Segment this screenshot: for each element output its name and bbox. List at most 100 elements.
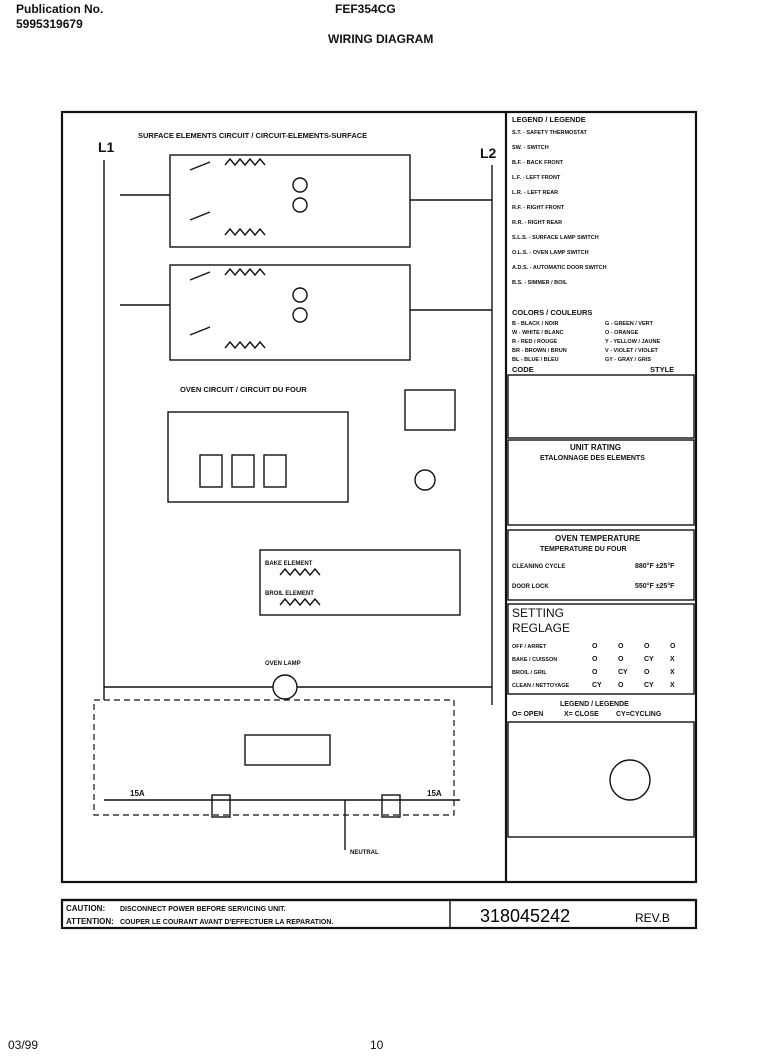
setting-cell: O: [644, 643, 650, 650]
color-item: Y - YELLOW / JAUNE: [605, 339, 660, 345]
setting-cell: O: [618, 643, 624, 650]
color-item: GY - GRAY / GRIS: [605, 357, 651, 363]
temperature-probe: [414, 469, 436, 491]
door-lock-label: DOOR LOCK: [512, 584, 549, 590]
l2-label: L2: [480, 145, 497, 161]
setting-cell: CY: [592, 682, 602, 689]
legend-item: B.F. - BACK FRONT: [512, 160, 564, 166]
l1-label: L1: [98, 139, 115, 155]
setting-cell: O: [618, 682, 624, 689]
footer-page-number: 10: [370, 1038, 384, 1052]
color-item: G - GREEN / VERT: [605, 321, 654, 327]
legend-item: L.R. - LEFT REAR: [512, 190, 558, 196]
door-lock-value: 550°F ±25°F: [635, 582, 675, 590]
legend2-title: LEGEND / LEGENDE: [560, 701, 629, 708]
legend2-item: O= OPEN: [512, 711, 543, 718]
fluorescent-lamp-box: [93, 699, 455, 816]
setting-cell: O: [592, 643, 598, 650]
oven-lamp: [272, 674, 298, 700]
setting-cell: X: [670, 682, 675, 689]
setting-cell: X: [670, 656, 675, 663]
oven-circuit-title: OVEN CIRCUIT / CIRCUIT DU FOUR: [180, 385, 307, 394]
electronic-oven-control: [167, 411, 349, 503]
outlet-right: [381, 794, 401, 818]
color-item: B - BLACK / NOIR: [512, 321, 558, 327]
color-item: R - RED / ROUGE: [512, 339, 558, 345]
bake-element-label: BAKE ELEMENT: [265, 561, 313, 567]
setting-cell: O: [670, 643, 676, 650]
oven-temp-title: OVEN TEMPERATURE: [555, 534, 641, 543]
code-style-table: [507, 374, 695, 439]
legend-item: A.D.S. - AUTOMATIC DOOR SWITCH: [512, 265, 607, 271]
code-label: CODE: [512, 365, 534, 374]
legend-item: S.L.S. - SURFACE LAMP SWITCH: [512, 235, 599, 241]
setting-row-label: BROIL / GRIL: [512, 670, 547, 676]
oven-lamp-label: OVEN LAMP: [265, 661, 301, 667]
footer-date: 03/99: [8, 1038, 39, 1052]
publication-number: 5995319679: [16, 17, 83, 31]
surface-element-group-upper: [120, 154, 492, 248]
surface-circuit-title: SURFACE ELEMENTS CIRCUIT / CIRCUIT-ELEME…: [138, 131, 367, 140]
fluorescent-tube: [244, 734, 331, 766]
relay-1: [199, 454, 223, 488]
oven-temp-subtitle: TEMPERATURE DU FOUR: [540, 546, 627, 553]
setting-row-label: BAKE / CUISSON: [512, 657, 557, 663]
setting-cell: CY: [644, 682, 654, 689]
caution-bar: [60, 898, 698, 930]
element-box: [259, 549, 461, 616]
wiring-diagram: L1 L2 SURFACE ELEMENTS CIRCUIT / CIRCUIT…: [60, 110, 698, 930]
fuse-left-label: 15A: [130, 789, 145, 798]
setting-table: [507, 603, 695, 695]
legend-item: L.F. - LEFT FRONT: [512, 175, 561, 181]
colors-list: B - BLACK / NOIR W - WHITE / BLANC R - RED…: [512, 321, 660, 363]
legend2-item: CY=CYCLING: [616, 711, 662, 718]
revision: REV.B: [635, 911, 670, 925]
legend-item: R.R. - RIGHT REAR: [512, 220, 562, 226]
color-item: W - WHITE / BLANC: [512, 330, 564, 336]
legend-item: SW. - SWITCH: [512, 145, 549, 151]
legend2-list: O= OPEN X= CLOSE CY=CYCLING: [512, 711, 662, 718]
publication-label: Publication No.: [16, 2, 104, 16]
setting-cell: O: [592, 656, 598, 663]
color-item: O - ORANGE: [605, 330, 639, 336]
diagram-border: [60, 110, 698, 884]
model-number: FEF354CG: [335, 2, 396, 16]
broil-element-coil: [279, 597, 321, 607]
style-label: STYLE: [650, 365, 674, 374]
cleaning-cycle-value: 880°F ±25°F: [635, 562, 675, 570]
door-lock-component-box: [507, 721, 695, 838]
attention-label: ATTENTION:: [66, 917, 114, 926]
caution-text-fr: COUPER LE COURANT AVANT D'EFFECTUER LA R…: [120, 919, 333, 926]
door-lock-switch-drawing: [609, 759, 651, 801]
broil-element-label: BROIL ELEMENT: [265, 591, 314, 597]
colors-title: COLORS / COULEURS: [512, 308, 592, 317]
neutral-label: NEUTRAL: [350, 850, 379, 856]
setting-cell: CY: [644, 656, 654, 663]
legend-list: S.T. - SAFETY THERMOSTAT SW. - SWITCH B.F.…: [512, 130, 607, 286]
legend-item: B.S. - SIMMER / BOIL: [512, 280, 568, 286]
setting-label: SETTING: [512, 606, 564, 620]
door-lock-motor: [404, 389, 456, 431]
bake-element-coil: [279, 567, 321, 577]
setting-cell: X: [670, 669, 675, 676]
setting-row-label: CLEAN / NETTOYAGE: [512, 683, 569, 689]
fuse-right-label: 15A: [427, 789, 442, 798]
surface-element-group-lower: [120, 264, 492, 361]
outlet-left: [211, 794, 231, 818]
relay-3: [263, 454, 287, 488]
oven-temperature-table: [507, 529, 695, 601]
unit-rating-subtitle: ETALONNAGE DES ELEMENTS: [540, 455, 645, 462]
legend2-item: X= CLOSE: [564, 711, 599, 718]
setting-cell: O: [644, 669, 650, 676]
legend-item: S.T. - SAFETY THERMOSTAT: [512, 130, 588, 136]
relay-2: [231, 454, 255, 488]
color-item: V - VIOLET / VIOLET: [605, 348, 659, 354]
setting-cell: CY: [618, 669, 628, 676]
reglage-label: REGLAGE: [512, 621, 570, 635]
color-item: BR - BROWN / BRUN: [512, 348, 567, 354]
caution-text-en: DISCONNECT POWER BEFORE SERVICING UNIT.: [120, 906, 286, 913]
part-number: 318045242: [480, 906, 570, 926]
setting-cell: O: [592, 669, 598, 676]
cleaning-cycle-label: CLEANING CYCLE: [512, 564, 565, 570]
